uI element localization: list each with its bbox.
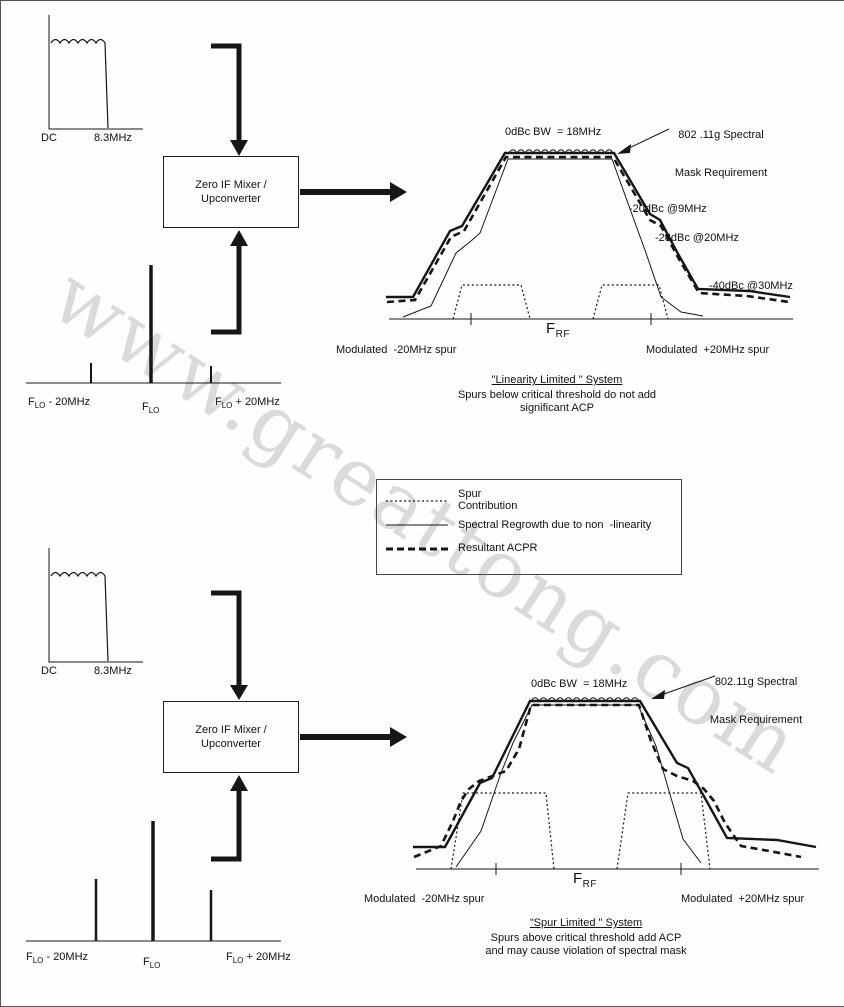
top-if-arrow-line <box>211 43 242 142</box>
top-rf-arrowhead <box>390 182 407 202</box>
bottom-modulated-left-spur-label: Modulated -20MHz spur <box>364 893 485 905</box>
top-lo-right-label: FLO + 20MHz <box>215 396 280 410</box>
top-mixer-label-line2: Upconverter <box>201 193 261 205</box>
top-caption-line1: Spurs below critical threshold do not ad… <box>457 389 657 401</box>
top-lo-left-label: FLO - 20MHz <box>28 396 91 410</box>
top-mask-40dbc-label: -40dBc @30MHz <box>709 280 793 292</box>
top-baseband-signal <box>50 38 109 129</box>
bottom-caption-line1: Spurs above critical threshold add ACP <box>490 932 682 944</box>
legend-line-samples <box>386 500 448 551</box>
legend-regrowth-label: Spectral Regrowth due to non -linearity <box>458 519 652 531</box>
legend-spur-label-line2: Contribution <box>458 500 518 512</box>
top-mask-requirement-label: 802 .11g Spectral Mask Requirement <box>674 129 768 180</box>
top-lo-arrow-line <box>211 244 242 335</box>
bottom-mask-requirement-label: 802.11g Spectral Mask Requirement <box>709 676 803 727</box>
bottom-regrowth-curve <box>455 704 702 868</box>
legend-spur-label-line1: Spur <box>458 488 482 500</box>
bottom-baseband-axes <box>48 548 143 663</box>
top-spectral-mask-curve <box>386 151 791 299</box>
bottom-baseband-plot <box>48 548 143 663</box>
top-baseband-plot <box>48 15 143 130</box>
bottom-spectral-mask-curve <box>413 699 817 849</box>
bottom-lo-right-label: FLO + 20MHz <box>226 951 291 965</box>
top-bw-label: 0dBc BW = 18MHz <box>505 126 602 138</box>
bottom-baseband-dc-label: DC <box>41 665 57 677</box>
bottom-baseband-signal <box>50 571 109 662</box>
top-caption-title: "Linearity Limited " System <box>491 374 623 386</box>
top-mask-20dbc-label: -20dBc @9MHz <box>629 203 707 215</box>
bottom-caption-line2: and may cause violation of spectral mask <box>485 945 687 957</box>
top-frf-label: FRF <box>546 320 571 340</box>
bottom-bw-label: 0dBc BW = 18MHz <box>531 678 628 690</box>
bottom-rf-arrowhead <box>390 727 407 747</box>
top-if-input-arrow <box>211 43 248 156</box>
top-spur-bump-left <box>452 284 531 320</box>
top-rf-output-arrow <box>300 182 407 202</box>
top-baseband-axes <box>48 15 143 130</box>
top-lo-arrowhead <box>230 230 248 246</box>
bottom-baseband-freq-label: 8.3MHz <box>94 665 132 677</box>
bottom-lo-input-arrow <box>211 775 248 862</box>
top-output-spectrum-plot <box>386 128 793 325</box>
bottom-mixer-label-line1: Zero IF Mixer / <box>195 724 267 736</box>
top-lo-input-arrow <box>211 230 248 335</box>
bottom-mask-pointer-line <box>660 675 716 696</box>
bottom-rf-output-arrow <box>300 727 407 747</box>
bottom-spur-bump-right <box>616 792 711 870</box>
top-lo-center-label: FLO <box>142 401 160 415</box>
top-baseband-freq-label: 8.3MHz <box>94 132 132 144</box>
bottom-caption-title: "Spur Limited " System <box>529 917 643 929</box>
legend-acpr-label: Resultant ACPR <box>458 542 538 554</box>
top-modulated-left-spur-label: Modulated -20MHz spur <box>336 344 457 356</box>
bottom-if-input-arrow <box>211 590 248 700</box>
bottom-spur-bump-left <box>450 792 555 870</box>
top-lo-spectrum-plot <box>26 265 281 384</box>
bottom-lo-arrowhead <box>230 775 248 791</box>
bottom-mixer-box: Zero IF Mixer / Upconverter <box>163 701 299 773</box>
top-modulated-right-spur-label: Modulated +20MHz spur <box>646 344 770 356</box>
bottom-lo-center-label: FLO <box>143 956 161 970</box>
top-mask-pointer-line <box>626 128 670 150</box>
bottom-frf-label: FRF <box>573 870 598 890</box>
bottom-lo-arrow-line <box>211 789 242 862</box>
legend-box <box>376 479 682 575</box>
bottom-lo-spectrum-plot <box>26 821 281 942</box>
top-spur-bump-right <box>592 284 669 320</box>
top-regrowth-curve <box>402 158 704 318</box>
top-if-arrowhead <box>230 140 248 156</box>
top-mixer-box: Zero IF Mixer / Upconverter <box>163 156 299 228</box>
bottom-if-arrowhead <box>230 685 248 700</box>
top-caption-line2: significant ACP <box>520 402 594 414</box>
bottom-if-arrow-line <box>211 590 242 687</box>
bottom-mixer-label-line2: Upconverter <box>201 738 261 750</box>
top-acpr-dashed-curve <box>386 155 790 304</box>
top-mask-28dbc-label: -28dBc @20MHz <box>655 232 739 244</box>
top-mask-pointer-arrowhead <box>617 144 631 154</box>
bottom-acpr-dashed-curve <box>413 703 802 859</box>
top-mixer-label-line1: Zero IF Mixer / <box>195 179 267 191</box>
bottom-lo-left-label: FLO - 20MHz <box>26 951 89 965</box>
bottom-output-spectrum-plot <box>413 675 819 875</box>
bottom-modulated-right-spur-label: Modulated +20MHz spur <box>681 893 805 905</box>
bottom-mask-pointer-arrowhead <box>651 690 665 699</box>
top-baseband-dc-label: DC <box>41 132 57 144</box>
